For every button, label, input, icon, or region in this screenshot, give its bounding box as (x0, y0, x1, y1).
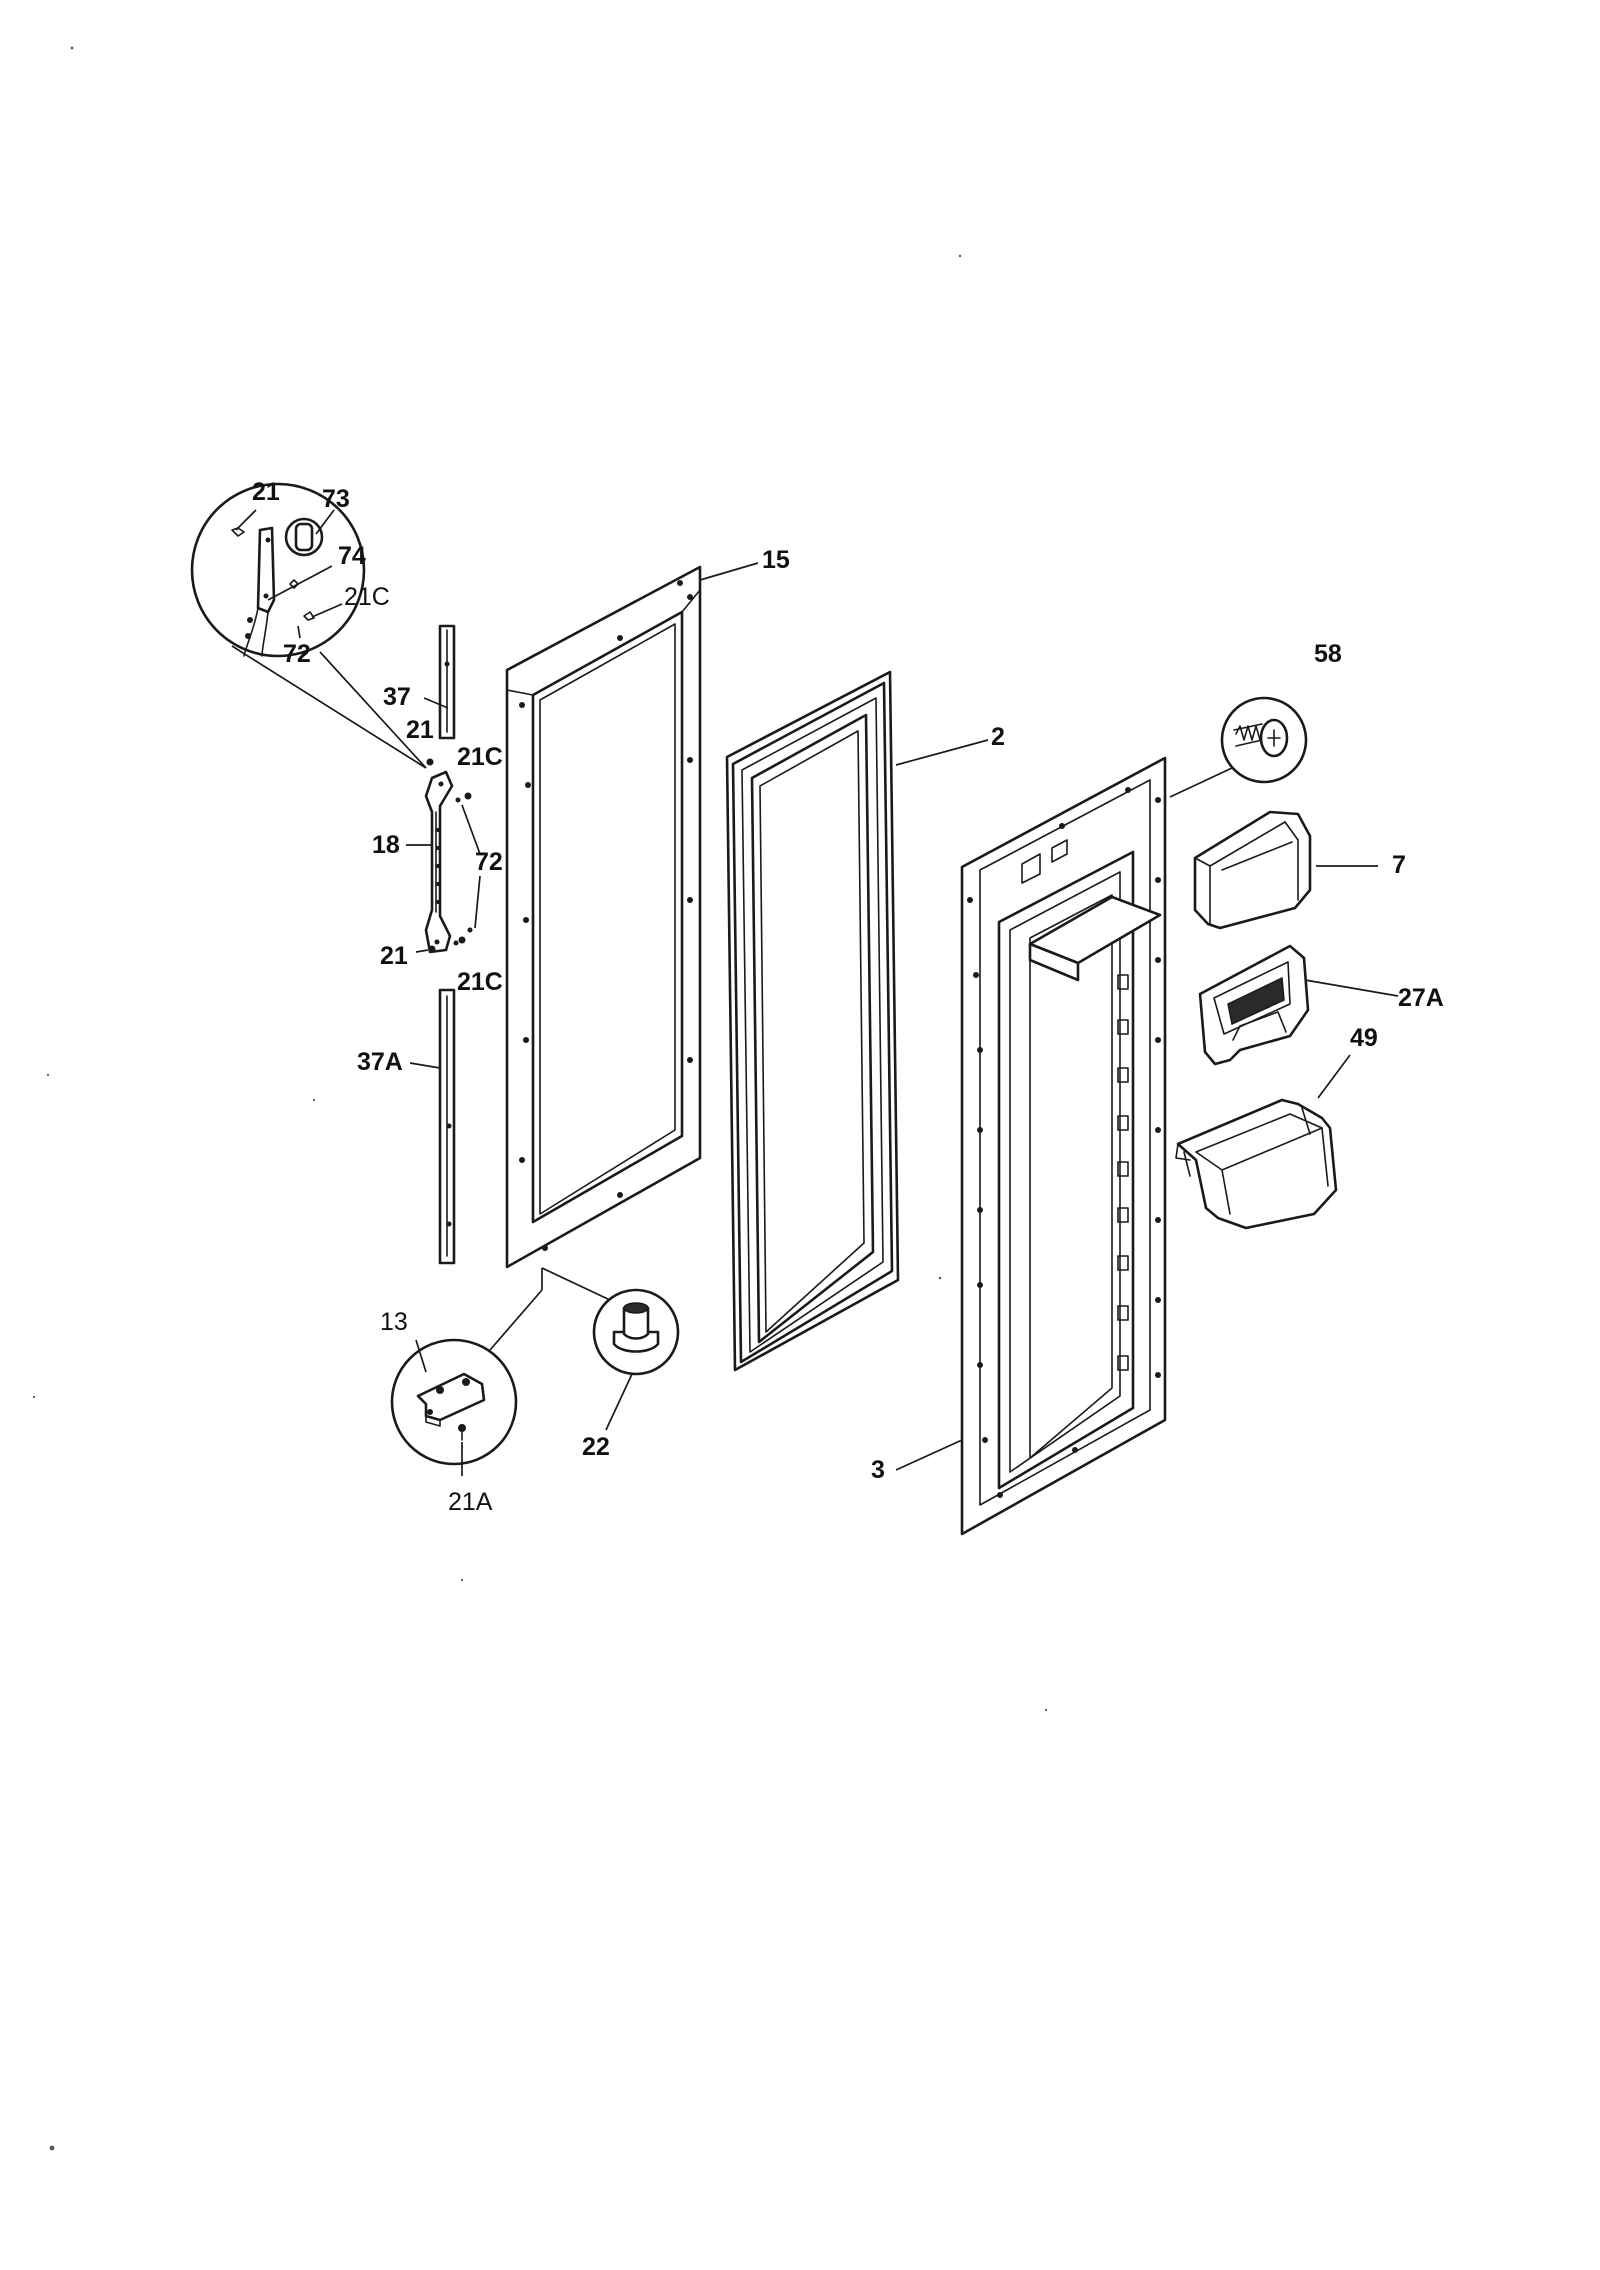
callout-72-mid: 72 (475, 848, 503, 876)
scan-specks (32, 46, 1048, 2151)
door-stop-part-22: 22 (541, 1267, 680, 1461)
handle-fasteners: 21 21C 72 21 21C (380, 716, 503, 996)
door-handle-part-18: 18 (372, 770, 454, 954)
callout-15: 15 (762, 546, 790, 574)
callout-13: 13 (380, 1308, 408, 1336)
callout-22: 22 (582, 1433, 610, 1461)
handle-trim-part-37: 37 (383, 624, 456, 740)
screw-part-58: 58 (1169, 640, 1342, 798)
callout-21-low: 21 (380, 942, 408, 970)
callout-18: 18 (372, 831, 400, 859)
handle-end-detail: 21 73 74 21C 72 (190, 478, 427, 769)
callout-21c-top: 21C (457, 743, 503, 771)
handle-trim-part-37a: 37A (357, 988, 456, 1265)
callout-21c-detail: 21C (344, 583, 390, 611)
callout-58: 58 (1314, 640, 1342, 668)
door-bin-part-49: 49 (1175, 1024, 1378, 1230)
callout-49: 49 (1350, 1024, 1378, 1052)
hinge-bracket-part-13: 13 21A (380, 1268, 543, 1516)
inner-door-panel-part-3: 3 (871, 756, 1167, 1536)
callout-73: 73 (322, 485, 350, 513)
door-gasket-part-2: 2 (725, 670, 1005, 1372)
callout-3: 3 (871, 1456, 885, 1484)
callout-21-top: 21 (406, 716, 434, 744)
callout-2: 2 (991, 723, 1005, 751)
callout-74: 74 (338, 542, 366, 570)
callout-21-detail: 21 (252, 478, 280, 506)
callout-21c-low: 21C (457, 968, 503, 996)
callout-21a: 21A (448, 1488, 493, 1516)
callout-27a: 27A (1398, 984, 1444, 1012)
callout-37: 37 (383, 683, 411, 711)
callout-72-detail: 72 (283, 640, 311, 668)
door-liner-frame-part-15: 15 (505, 546, 790, 1269)
callout-7: 7 (1392, 851, 1406, 879)
shelf-trim-part-27a: 27A (1198, 944, 1444, 1066)
callout-37a: 37A (357, 1048, 403, 1076)
shelf-cover-part-7: 7 (1193, 810, 1406, 930)
